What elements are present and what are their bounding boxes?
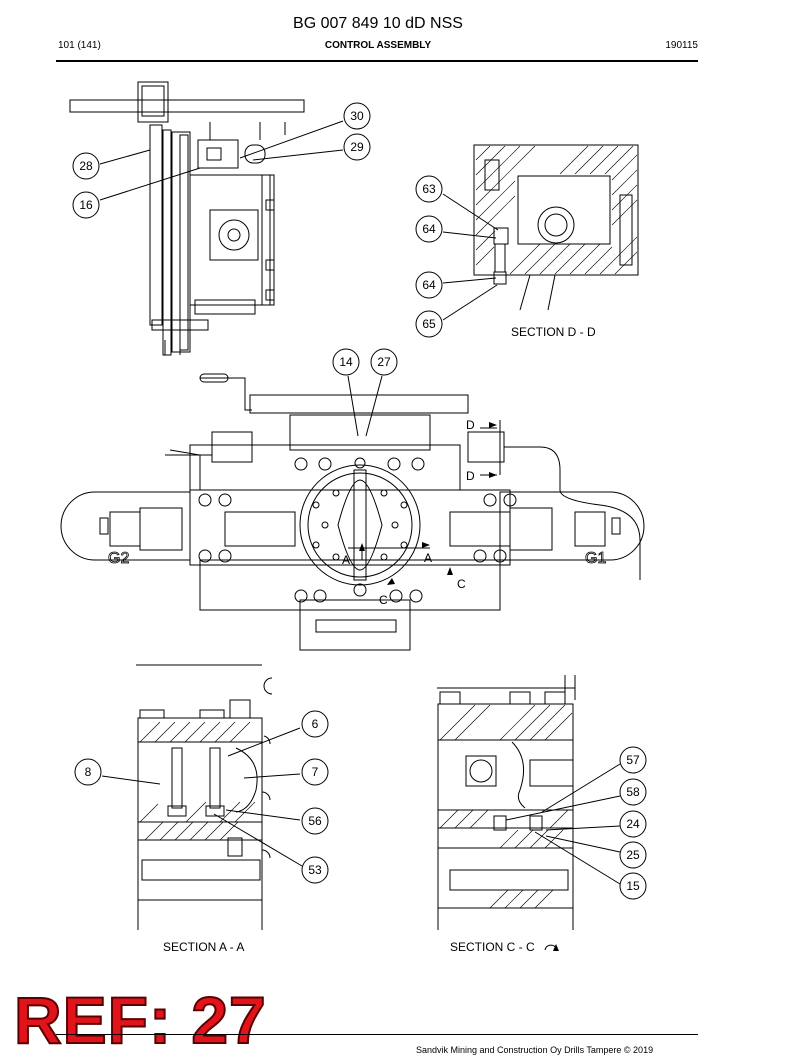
callout-25: 25 xyxy=(626,848,640,862)
section-dd-drawing xyxy=(473,144,639,311)
callout-64-upper: 64 xyxy=(422,222,436,236)
section-aa-hatch xyxy=(139,721,256,841)
view-mark-a-left: A xyxy=(342,553,350,567)
section-aa-drawing xyxy=(136,664,273,930)
view-mark-d-bottom: D xyxy=(466,469,475,483)
callout-circles xyxy=(72,102,647,900)
main-assembly-drawing xyxy=(60,373,645,651)
callout-15: 15 xyxy=(626,879,640,893)
view-mark-d-top: D xyxy=(466,418,475,432)
callout-29: 29 xyxy=(350,140,364,154)
callout-63: 63 xyxy=(422,182,436,196)
callout-8: 8 xyxy=(85,765,92,779)
section-title: CONTROL ASSEMBLY xyxy=(324,40,432,51)
view-arrows xyxy=(359,422,497,585)
header-rule xyxy=(56,60,698,62)
g1-mark: G1 xyxy=(585,550,606,567)
document-id: BG 007 849 10 dD NSS xyxy=(293,15,463,32)
callout-57: 57 xyxy=(626,753,640,767)
callout-14: 14 xyxy=(339,355,353,369)
ref-stamp: REF: 27 xyxy=(13,983,267,1057)
callout-6: 6 xyxy=(312,717,319,731)
callout-24: 24 xyxy=(626,817,640,831)
callout-27: 27 xyxy=(377,355,391,369)
callout-16: 16 xyxy=(79,198,93,212)
callout-7: 7 xyxy=(312,765,319,779)
section-cc-drawing xyxy=(437,675,576,930)
side-view-drawing xyxy=(69,81,305,356)
view-mark-c-left: C xyxy=(379,593,388,607)
footer-rule xyxy=(56,1034,698,1035)
section-aa-label: SECTION A - A xyxy=(163,940,245,954)
callout-53: 53 xyxy=(308,863,322,877)
callout-65: 65 xyxy=(422,317,436,331)
footer-copyright: Sandvik Mining and Construction Oy Drill… xyxy=(416,1045,654,1055)
view-mark-c-right: C xyxy=(457,577,466,591)
date-code: 190115 xyxy=(665,40,698,51)
section-cc-label: SECTION C - C xyxy=(450,940,535,954)
page-number: 101 (141) xyxy=(58,40,101,51)
section-dd-label: SECTION D - D xyxy=(511,325,596,339)
leader-lines xyxy=(99,120,621,885)
view-mark-a-right: A xyxy=(424,551,432,565)
callout-64-lower: 64 xyxy=(422,278,436,292)
section-dd-hatch xyxy=(475,145,638,275)
rotation-arrowhead-icon xyxy=(553,944,559,951)
callout-30: 30 xyxy=(350,109,364,123)
callout-56: 56 xyxy=(308,814,322,828)
g2-mark: G2 xyxy=(108,550,129,567)
callout-28: 28 xyxy=(79,159,93,173)
section-cc-hatch xyxy=(439,704,573,909)
callout-58: 58 xyxy=(626,785,640,799)
